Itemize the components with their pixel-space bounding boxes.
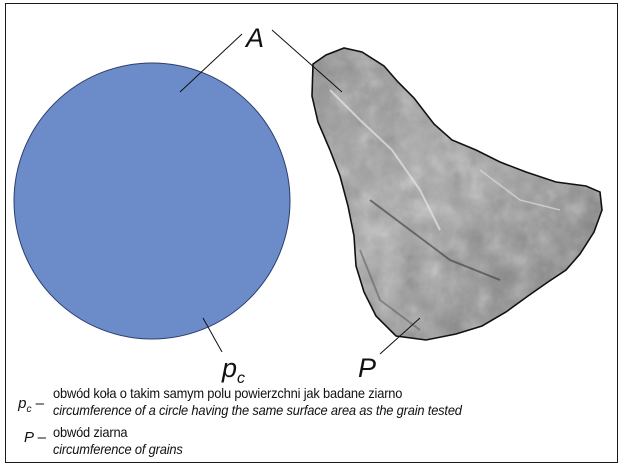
grain-perimeter-label: P (358, 353, 376, 383)
legend-english-text: circumference of grains (53, 441, 183, 457)
equivalent-circle (14, 63, 290, 339)
legend-english-text: circumference of a circle having the sam… (53, 402, 462, 418)
legend-polish-text: obwód koła o takim samym polu powierzchn… (53, 385, 402, 401)
legend-symbol: P – (0, 429, 46, 446)
grain-image (300, 40, 610, 350)
area-label: A (244, 23, 264, 53)
legend-polish-text: obwód ziarna (53, 424, 127, 440)
legend-symbol: pc – (0, 395, 44, 415)
circle-perimeter-label: pc (221, 353, 245, 387)
